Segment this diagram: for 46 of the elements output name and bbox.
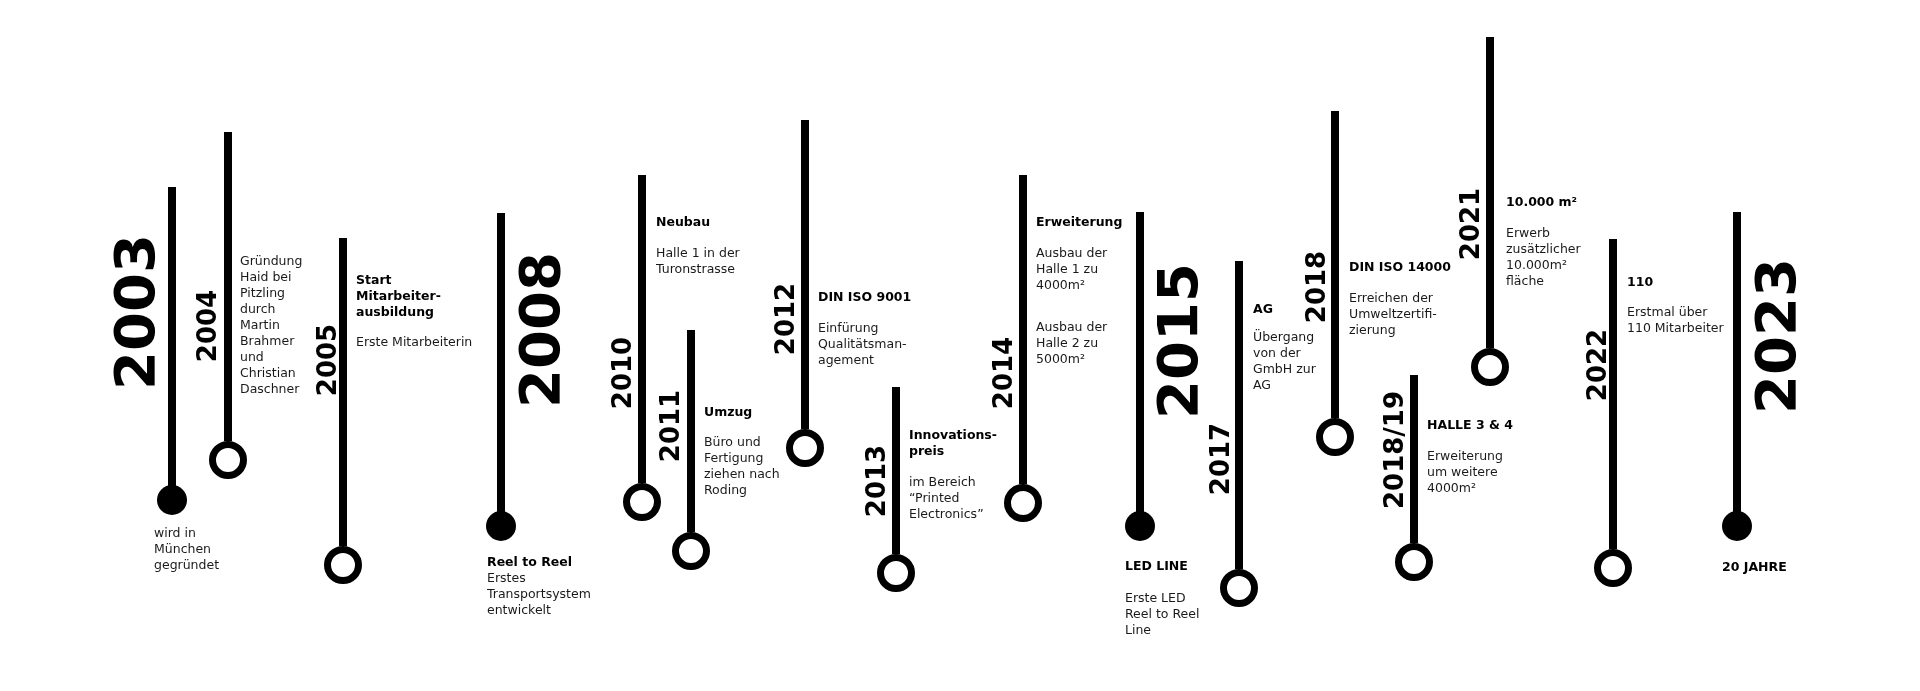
year-label: 2017: [1207, 422, 1233, 496]
milestone-description: Erweiterung um weitere 4000m²: [1427, 448, 1504, 496]
year-label: 2015: [1150, 263, 1206, 419]
milestone-description: Erreichen der Umweltzertifi- zierung: [1349, 290, 1438, 338]
milestone-heading: 110: [1627, 274, 1654, 290]
milestone-description: Ausbau der Halle 2 zu 5000m²: [1036, 319, 1109, 367]
milestone-heading: Neubau: [656, 214, 711, 230]
milestone-description: Erstes Transportsystem entwickelt: [487, 570, 592, 618]
year-label: 2010: [609, 336, 635, 410]
milestone-heading: DIN ISO 14000: [1349, 259, 1451, 275]
milestone-description: im Bereich “Printed Electronics”: [909, 474, 985, 522]
milestone-description: Erste LED Reel to Reel Line: [1125, 590, 1201, 638]
year-label: 2004: [194, 289, 220, 363]
milestone-heading: Reel to Reel: [487, 554, 572, 570]
milestone-heading: Umzug: [704, 404, 753, 420]
milestone-description: Büro und Fertigung ziehen nach Roding: [704, 434, 781, 498]
milestone-description: wird in München gegründet: [154, 525, 221, 573]
milestone-heading: DIN ISO 9001: [818, 289, 912, 305]
year-label: 2012: [772, 282, 798, 356]
year-label: 2008: [512, 252, 568, 408]
year-label: 2003: [107, 234, 163, 390]
year-label: 2022: [1584, 328, 1610, 402]
milestone-heading: 20 JAHRE: [1722, 559, 1787, 575]
year-label: 2021: [1457, 187, 1483, 261]
milestone-heading: 10.000 m²: [1506, 194, 1578, 210]
milestone-heading: AG: [1253, 301, 1273, 317]
milestone-description: Erste Mitarbeiterin: [356, 334, 473, 350]
milestone-description: Erstmal über 110 Mitarbeiter: [1627, 304, 1725, 336]
milestone-description: Übergang von der GmbH zur AG: [1253, 329, 1317, 393]
year-label: 2023: [1748, 258, 1804, 414]
year-label: 2005: [314, 323, 340, 397]
milestone-description: Ausbau der Halle 1 zu 4000m²: [1036, 245, 1109, 293]
year-label: 2013: [863, 444, 889, 518]
milestone-description: Halle 1 in der Turonstrasse: [656, 245, 741, 277]
year-label: 2014: [990, 336, 1016, 410]
milestone-description: Gründung Haid bei Pitzling durch Martin Brahmer und Christian Daschner: [240, 253, 304, 397]
year-label: 2018/19: [1381, 391, 1407, 509]
milestone-heading: HALLE 3 & 4: [1427, 417, 1513, 433]
milestone-heading: LED LINE: [1125, 558, 1188, 574]
year-label: 2011: [657, 389, 683, 463]
milestone-description: Einfürung Qualitätsman- agement: [818, 320, 908, 368]
year-label: 2018: [1303, 250, 1329, 324]
milestone-heading: Innovations- preis: [909, 427, 998, 459]
milestone-heading: Erweiterung: [1036, 214, 1123, 230]
milestone-heading: Start Mitarbeiter- ausbildung: [356, 272, 442, 320]
milestone-description: Erwerb zusätzlicher 10.000m² fläche: [1506, 225, 1582, 289]
